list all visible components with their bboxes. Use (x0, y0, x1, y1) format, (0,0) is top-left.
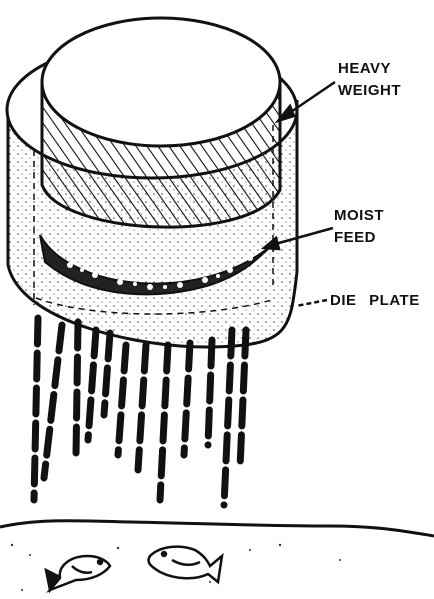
heavy-weight-arrowhead (274, 103, 296, 124)
moist-feed-label-line1: MOIST (334, 207, 384, 224)
fish-right (147, 545, 224, 585)
moist-feed-label: MOIST FEED (334, 205, 384, 249)
heavy-weight-label-line1: HEAVY (338, 60, 392, 77)
callout-leaders (260, 80, 336, 308)
heavy-weight (40, 16, 282, 229)
moist-feed (39, 234, 273, 296)
heavy-weight-label: HEAVY WEIGHT (338, 58, 401, 102)
moist-feed-label-line2: FEED (334, 229, 377, 246)
fish-left (44, 554, 112, 594)
moist-feed-arrowhead (260, 235, 281, 251)
water-surface (0, 519, 434, 591)
moist-feed-leader (267, 226, 334, 248)
die-plate-label: DIE PLATE (330, 292, 420, 309)
pellet-strands (30, 314, 250, 509)
heavy-weight-label-line2: WEIGHT (338, 82, 401, 99)
die-plate-leader (295, 298, 328, 308)
